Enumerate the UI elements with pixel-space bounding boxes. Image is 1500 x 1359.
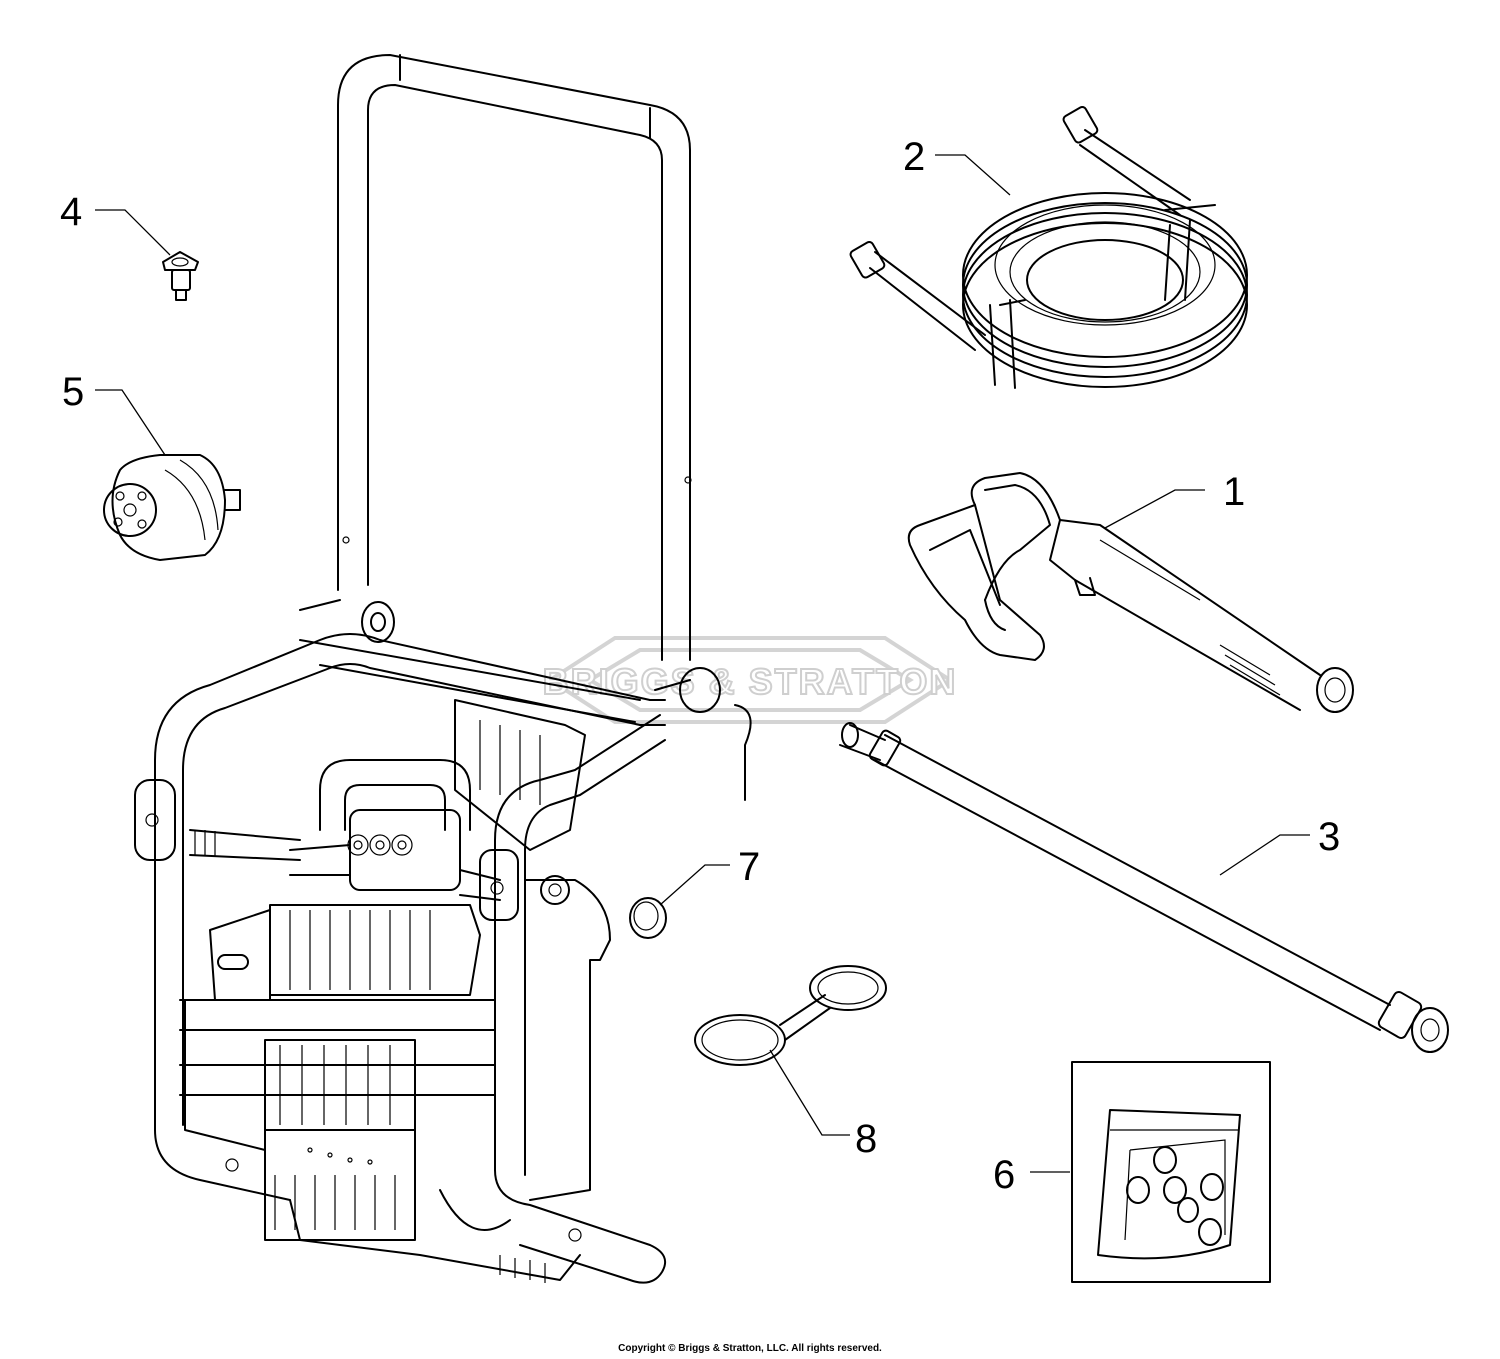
multi-nozzle-head: [103, 454, 241, 561]
callout-8: 8: [855, 1117, 877, 1161]
leader-lines: [95, 154, 1310, 1173]
spray-wand: [839, 722, 1449, 1053]
watermark-logo: BRIGGS & STRATTON: [542, 636, 958, 724]
spray-gun: [907, 472, 1354, 713]
callout-5: 5: [62, 370, 84, 414]
high-pressure-hose: [849, 105, 1248, 389]
rubber-plug: [629, 897, 667, 939]
callout-2: 2: [903, 135, 925, 179]
spray-nozzle-tip: [162, 251, 199, 301]
pressure-washer-frame: [134, 54, 752, 1284]
callout-3: 3: [1318, 815, 1340, 859]
parts-bag-box: [1071, 1061, 1271, 1283]
watermark-text: BRIGGS & STRATTON: [543, 661, 958, 702]
callout-4: 4: [60, 190, 82, 234]
callout-1: 1: [1223, 470, 1245, 514]
callout-6: 6: [993, 1153, 1015, 1197]
cap-with-tether: [694, 965, 887, 1066]
callout-7: 7: [738, 845, 760, 889]
copyright-footer: Copyright © Briggs & Stratton, LLC. All …: [618, 1343, 882, 1354]
